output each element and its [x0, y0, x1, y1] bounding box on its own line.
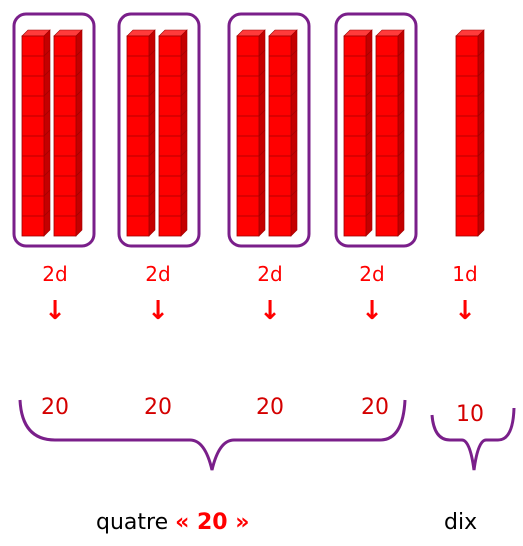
group-value-5: 10 [456, 402, 484, 427]
group-value-1: 20 [41, 395, 69, 420]
ten-rod [53, 29, 83, 237]
group-value-4: 20 [361, 395, 389, 420]
ten-rod [375, 29, 405, 237]
group-value-3: 20 [256, 395, 284, 420]
down-arrow-icon: ↓ [147, 296, 169, 326]
ten-rod [236, 29, 266, 237]
ten-rod [21, 29, 51, 237]
group-label-2: 2d [145, 262, 171, 286]
caption-left: quatre « 20 » [96, 510, 249, 535]
ten-rod [158, 29, 188, 237]
ten-rod [343, 29, 373, 237]
down-arrow-icon: ↓ [259, 296, 281, 326]
down-arrow-icon: ↓ [454, 296, 476, 326]
group-frame [117, 12, 201, 248]
caption-right: dix [444, 510, 478, 535]
caption-quote: « 20 » [175, 510, 250, 535]
group-frame [334, 12, 418, 248]
down-arrow-icon: ↓ [361, 296, 383, 326]
group-frame [12, 12, 96, 248]
brace-units [430, 407, 516, 471]
group-frame [227, 12, 311, 248]
group-label-1: 2d [42, 262, 68, 286]
ten-rod [455, 29, 485, 237]
group-label-5: 1d [452, 262, 478, 286]
ten-rod [126, 29, 156, 237]
brace-tens [18, 399, 407, 471]
caption-word: quatre [96, 510, 169, 535]
down-arrow-icon: ↓ [44, 296, 66, 326]
group-label-4: 2d [359, 262, 385, 286]
group-value-2: 20 [144, 395, 172, 420]
ten-rod [268, 29, 298, 237]
group-label-3: 2d [257, 262, 283, 286]
